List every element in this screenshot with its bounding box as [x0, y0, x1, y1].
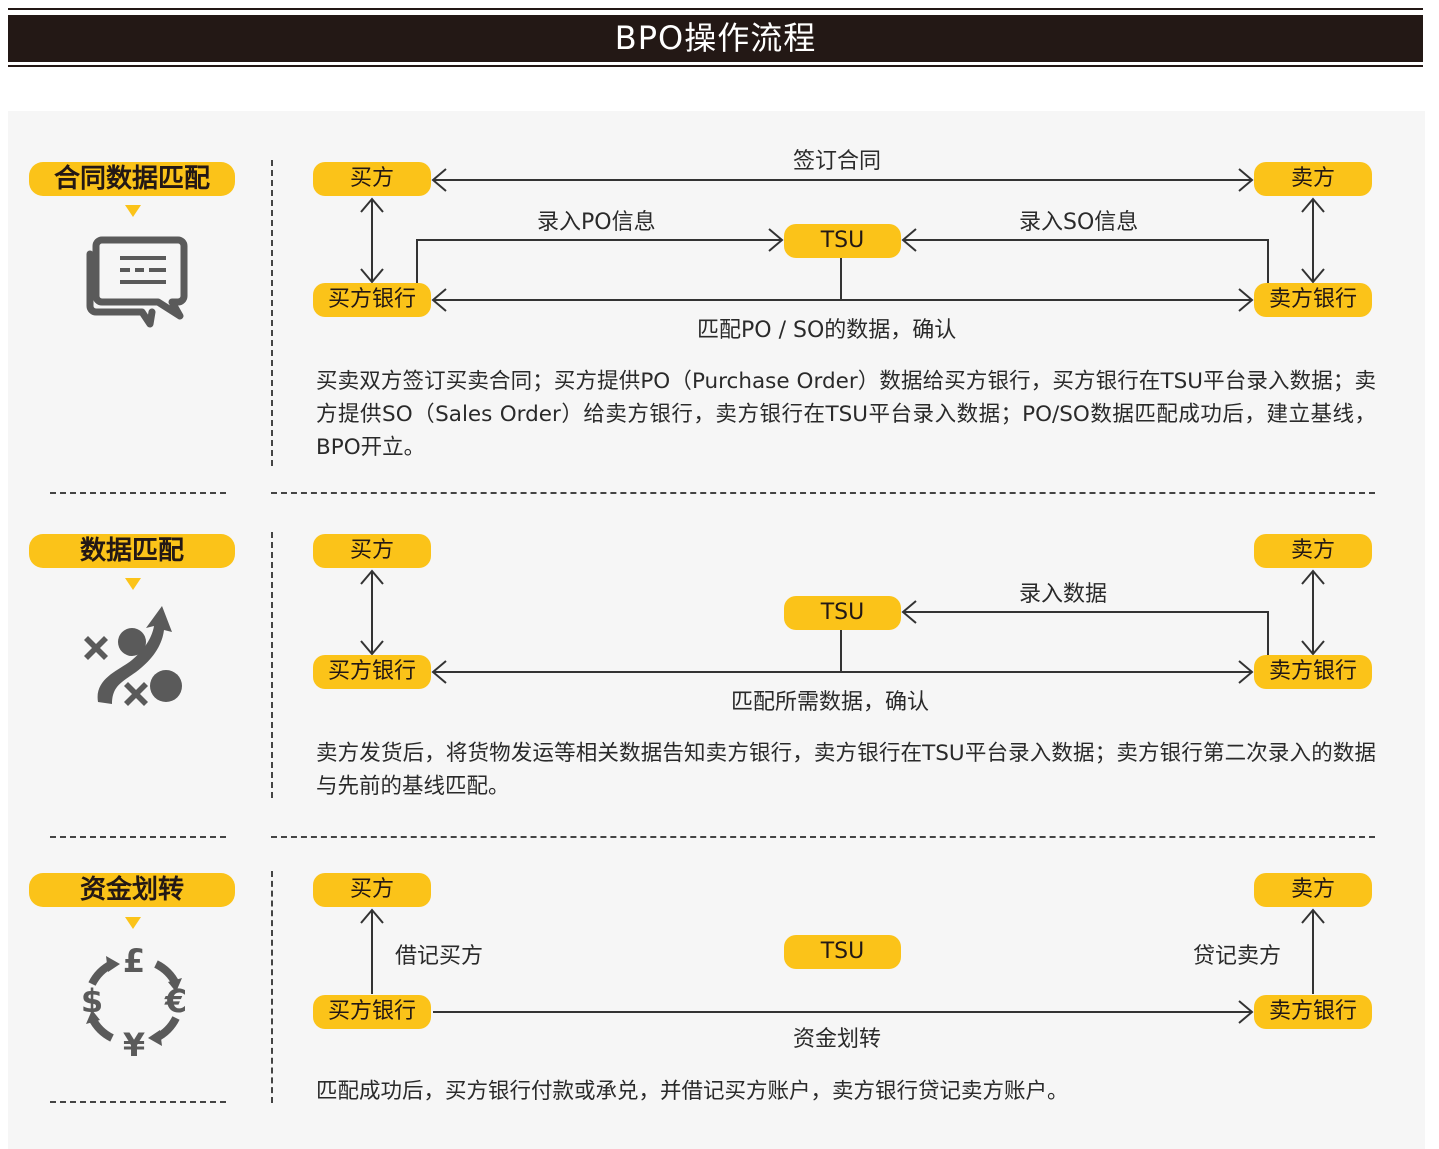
- section-2-pointer: [125, 578, 141, 590]
- seller-node: 卖方: [1254, 162, 1372, 196]
- edge-label-sign-contract: 签订合同: [793, 149, 882, 174]
- buyer-bank-node: 买方银行: [313, 655, 431, 689]
- seller-node: 卖方: [1254, 873, 1372, 907]
- section-3-description: 匹配成功后，买方银行付款或承兑，并借记买方账户，卖方银行贷记卖方账户。: [316, 1079, 1069, 1104]
- svg-text:£: £: [123, 942, 145, 980]
- section-1-right-separator: [271, 492, 1375, 494]
- strategy-play-icon: [84, 606, 182, 706]
- seller-node: 卖方: [1254, 534, 1372, 568]
- section-2-label: 数据匹配: [29, 534, 235, 568]
- svg-text:¥: ¥: [123, 1026, 145, 1060]
- section-1-label: 合同数据匹配: [29, 162, 235, 196]
- tsu-node: TSU: [784, 935, 901, 969]
- section-1-description: 买卖双方签订买卖合同；买方提供PO（Purchase Order）数据给买方银行…: [316, 369, 1376, 460]
- edge-label-debit-buyer: 借记买方: [395, 944, 484, 969]
- edge-label-enter-data: 录入数据: [1019, 582, 1108, 607]
- buyer-node: 买方: [313, 534, 431, 568]
- seller-bank-node: 卖方银行: [1254, 655, 1372, 689]
- edge-label-fund-transfer: 资金划转: [793, 1027, 882, 1052]
- title-top-rule: [8, 8, 1423, 10]
- seller-bank-node: 卖方银行: [1254, 283, 1372, 317]
- section-3-left-separator: [50, 1101, 226, 1103]
- buyer-bank-node: 买方银行: [313, 995, 431, 1029]
- seller-bank-node: 卖方银行: [1254, 995, 1372, 1029]
- section-1-left-separator: [50, 492, 226, 494]
- section-3-label: 资金划转: [29, 873, 235, 907]
- edge-label-match-po-so: 匹配PO / SO的数据，确认: [697, 318, 957, 343]
- buyer-node: 买方: [313, 162, 431, 196]
- section-3-divider: [271, 871, 273, 1103]
- title-bottom-rule: [8, 65, 1423, 67]
- tsu-node: TSU: [784, 224, 901, 258]
- buyer-bank-node: 买方银行: [313, 283, 431, 317]
- section-3-pointer: [125, 917, 141, 929]
- section-2-right-separator: [271, 836, 1375, 838]
- content-panel: [8, 111, 1425, 1149]
- page-title: BPO操作流程: [8, 15, 1423, 62]
- section-1-pointer: [125, 205, 141, 217]
- section-2-divider: [271, 532, 273, 798]
- svg-text:$: $: [81, 982, 103, 1020]
- edge-label-credit-seller: 贷记卖方: [1193, 944, 1282, 969]
- currency-exchange-icon: £ $ € ¥: [81, 942, 187, 1060]
- buyer-node: 买方: [313, 873, 431, 907]
- edge-label-enter-so: 录入SO信息: [1019, 210, 1139, 235]
- tsu-node: TSU: [784, 596, 901, 630]
- edge-label-enter-po: 录入PO信息: [537, 210, 656, 235]
- edge-label-match-data: 匹配所需数据，确认: [731, 690, 930, 715]
- chat-bubbles-icon: [86, 236, 188, 328]
- svg-text:€: €: [164, 982, 187, 1020]
- section-1-divider: [271, 160, 273, 466]
- section-2-left-separator: [50, 836, 226, 838]
- section-2-description: 卖方发货后，将货物发运等相关数据告知卖方银行，卖方银行在TSU平台录入数据；卖方…: [316, 741, 1376, 799]
